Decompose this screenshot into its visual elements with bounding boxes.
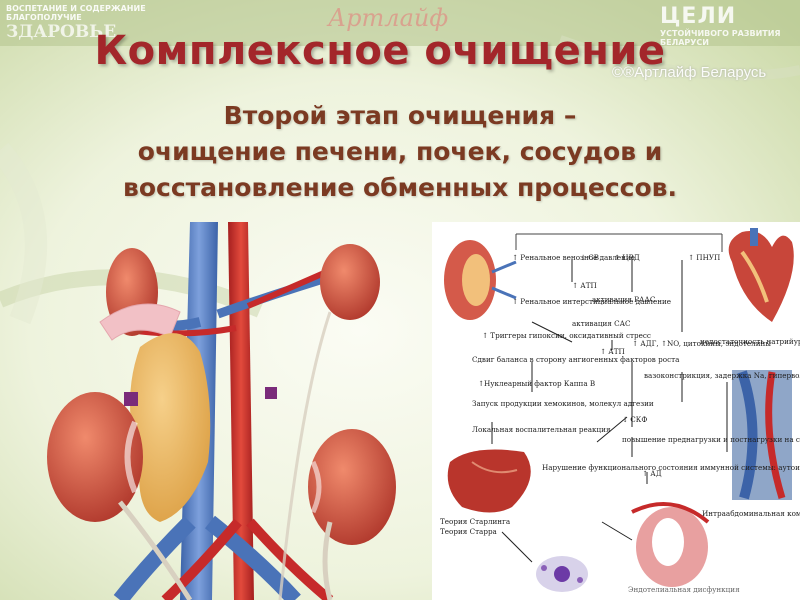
label-preload: повышение преднагрузки и постнагрузки на… bbox=[622, 435, 800, 444]
liver-image bbox=[447, 449, 531, 513]
slide-subtitle: Второй этап очищения – очищение печени, … bbox=[60, 98, 740, 206]
kidney-right bbox=[308, 429, 396, 545]
label-intraabdominal: Интраабдоминальная компрессия почечно-ме… bbox=[702, 509, 800, 518]
label-cvd: ↑ ЦВД bbox=[614, 253, 640, 262]
health-logo-text: ЗДАРОВЬЕ bbox=[6, 22, 117, 42]
label-renal-interstitial: ↑ Ренальное интерстициальное давление bbox=[512, 297, 671, 306]
adrenal-right bbox=[320, 244, 380, 320]
health-logo-caption: ВОСПЕТАНИЕ И СОДЕРЖАНИЕ БЛАГОПОЛУЧИЕ bbox=[6, 4, 146, 22]
sdg-logo-text: ЦЕЛИ bbox=[660, 4, 737, 29]
label-skf: ↓ СКФ bbox=[622, 415, 647, 424]
vessel-section-image bbox=[631, 502, 710, 587]
immune-cell-image bbox=[536, 556, 588, 592]
gallbladder bbox=[99, 303, 181, 341]
subtitle-line-2: очищение печени, почек, сосудов и bbox=[137, 137, 663, 166]
copyright-watermark: ©®Артлайф Беларусь bbox=[612, 64, 767, 81]
label-adg: ↑ АДГ, ↑NO, цитокины, эндотелины bbox=[632, 339, 771, 348]
label-theory-2: Теория Старра bbox=[440, 527, 498, 536]
label-endothelial: Эндотелиальная дисфункция bbox=[628, 585, 740, 594]
kidney-image bbox=[444, 240, 517, 320]
vessel-image bbox=[732, 370, 792, 500]
anatomy-illustration bbox=[47, 222, 396, 600]
health-logo: ВОСПЕТАНИЕ И СОДЕРЖАНИЕ БЛАГОПОЛУЧИЕ ЗДА… bbox=[6, 4, 196, 41]
label-sv: ↓ СВ bbox=[580, 253, 599, 262]
label-atp-1: ↑ АТП bbox=[572, 281, 597, 290]
label-vasoconstriction: вазоконстрикция, задержка Na, гиперволем… bbox=[644, 371, 800, 380]
pancreas bbox=[130, 333, 211, 522]
label-nfkb: ↑Нуклеарный фактор Каппа В bbox=[478, 379, 595, 388]
sdg-logo: ЦЕЛИ УСТОЙЧИВОГО РАЗВИТИЯ БЕЛАРУСИ bbox=[660, 4, 800, 47]
label-theory-1: Теория Старлинга bbox=[440, 517, 511, 526]
label-immune: Нарушение функционального состояния имму… bbox=[542, 463, 800, 472]
subtitle-line-1: Второй этап очищения – bbox=[223, 101, 577, 130]
label-balance: Сдвиг баланса в сторону ангиогенных факт… bbox=[472, 355, 680, 364]
pathophysiology-diagram: ↑ Ренальное венозное давление ↓ СВ ↑ ЦВД… bbox=[432, 222, 800, 600]
heart-image bbox=[728, 228, 794, 322]
label-raas: активация РААС bbox=[592, 295, 656, 304]
subtitle-line-3: восстановление обменных процессов. bbox=[123, 173, 677, 202]
sdg-logo-caption: УСТОЙЧИВОГО РАЗВИТИЯ БЕЛАРУСИ bbox=[660, 29, 781, 47]
slide-title: Комплексное очищение bbox=[94, 28, 666, 74]
aorta bbox=[228, 222, 254, 600]
artlife-logo: Артлайф bbox=[328, 4, 449, 32]
label-renal-venous: ↑ Ренальное венозное давление bbox=[512, 253, 635, 262]
top-logo-bar: ВОСПЕТАНИЕ И СОДЕРЖАНИЕ БЛАГОПОЛУЧИЕ ЗДА… bbox=[0, 0, 800, 47]
label-chemokines: Запуск продукции хемокинов, молекул адге… bbox=[472, 399, 654, 408]
kidney-left bbox=[47, 392, 143, 522]
label-atp-2: ↑ АТП bbox=[600, 347, 625, 356]
label-natriuretic: недостаточность натрийуретического ответ… bbox=[700, 337, 800, 346]
label-triggers: ↑ Триггеры гипоксии, оксидативный стресс bbox=[482, 331, 651, 340]
label-pnup: ↑ ПНУП bbox=[688, 253, 720, 262]
label-local: Локальная воспалительная реакция bbox=[472, 425, 611, 434]
label-ad: ↑ АД bbox=[642, 469, 662, 478]
label-sas: активация САС bbox=[572, 319, 631, 328]
